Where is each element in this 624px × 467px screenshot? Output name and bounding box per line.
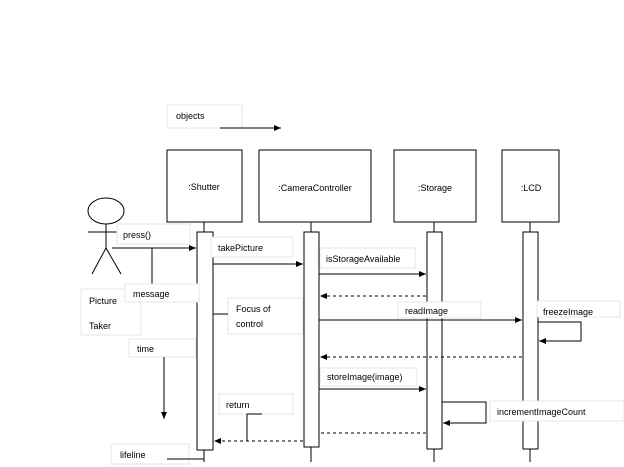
annotation-message-label: message bbox=[133, 289, 170, 299]
activation-storage bbox=[426, 231, 443, 450]
message-freeze-image-label: freezeImage bbox=[543, 307, 593, 317]
message-press-label: press() bbox=[123, 230, 151, 240]
message-read-image-label: readImage bbox=[405, 306, 448, 316]
annotation-return-label: return bbox=[226, 400, 250, 410]
legend-objects: objects bbox=[166, 104, 281, 131]
actor-head-icon bbox=[87, 197, 125, 225]
message-increment-image-count-self-arrow bbox=[442, 401, 487, 426]
message-store-image-label: storeImage(image) bbox=[327, 372, 403, 382]
actor-label-line1: Picture bbox=[89, 296, 117, 306]
message-is-storage-available-label: isStorageAvailable bbox=[326, 254, 400, 264]
object-camera-controller-label: :CameraController bbox=[278, 183, 352, 193]
activation-camera-controller bbox=[303, 231, 320, 448]
object-lcd: :LCD bbox=[501, 149, 560, 223]
object-storage-label: :Storage bbox=[418, 183, 452, 193]
annotation-return-pointer bbox=[246, 413, 262, 441]
object-lcd-label: :LCD bbox=[521, 183, 542, 193]
message-freeze-image-self-arrow bbox=[538, 321, 582, 344]
object-camera-controller: :CameraController bbox=[258, 149, 372, 223]
object-shutter: :Shutter bbox=[166, 149, 243, 223]
activation-shutter bbox=[196, 231, 214, 451]
annotation-time-label: time bbox=[137, 344, 154, 354]
message-take-picture-label: takePicture bbox=[218, 243, 263, 253]
actor-picture-taker bbox=[87, 197, 125, 275]
legend-objects-label: objects bbox=[176, 111, 205, 121]
activation-lcd bbox=[522, 231, 539, 450]
annotation-focus-line1: Focus of bbox=[236, 304, 271, 314]
actor-label-line2: Taker bbox=[89, 321, 111, 331]
object-shutter-label: :Shutter bbox=[188, 182, 220, 192]
annotation-focus-line2: control bbox=[236, 319, 263, 329]
message-increment-image-count-label: incrementImageCount bbox=[497, 407, 586, 417]
object-storage: :Storage bbox=[393, 149, 477, 223]
annotation-lifeline-label: lifeline bbox=[120, 450, 146, 460]
